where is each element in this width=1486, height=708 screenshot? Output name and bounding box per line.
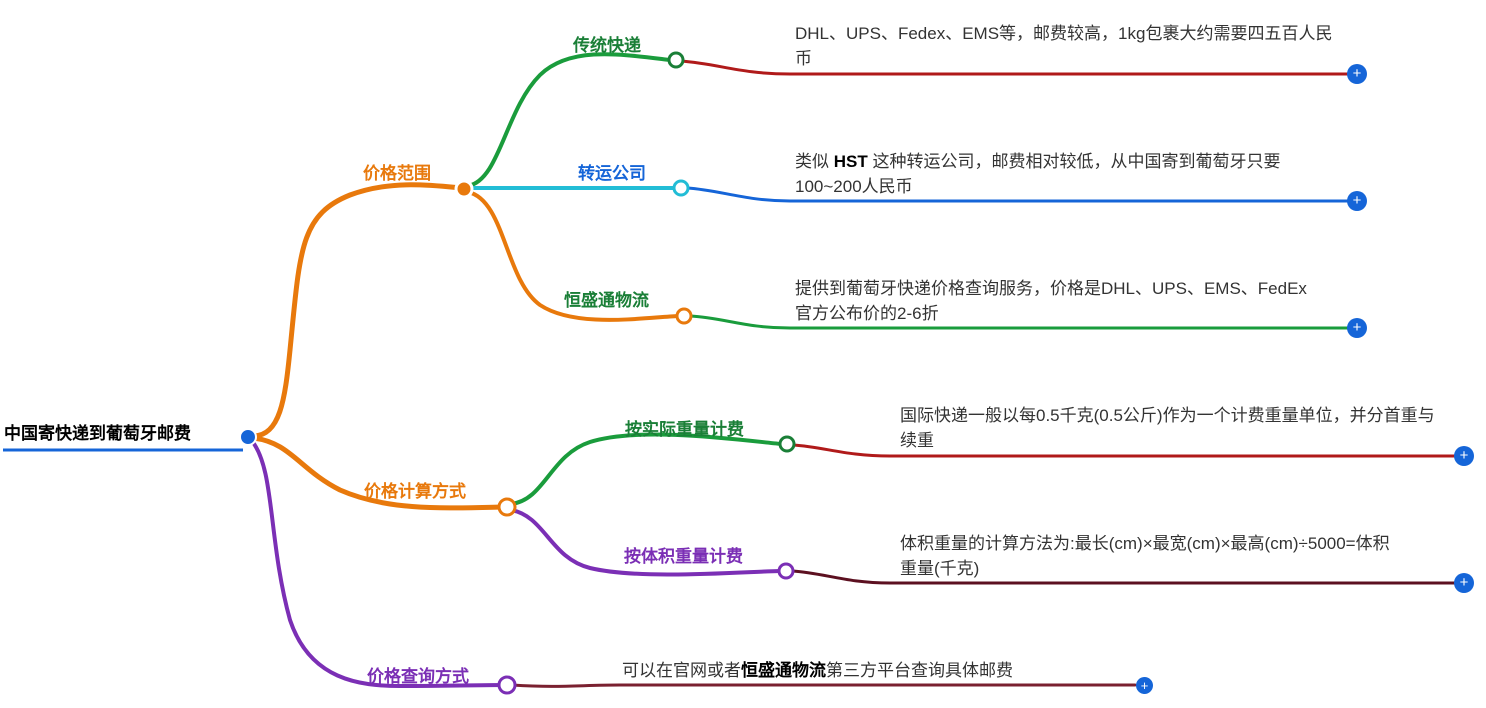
leaf-text-actual-weight: 国际快递一般以每0.5千克(0.5公斤)作为一个计费重量单位，并分首重与续重	[900, 406, 1435, 450]
sub-label-volume-weight[interactable]: 按体积重量计费	[624, 547, 743, 566]
expand-button-forwarder[interactable]: +	[1347, 191, 1367, 211]
leaf-text-price-query-bold: 恒盛通物流	[741, 661, 826, 680]
edge-root-to-price-query	[250, 439, 507, 689]
leaf-text-volume-weight: 体积重量的计算方法为:最长(cm)×最宽(cm)×最高(cm)÷5000=体积重…	[900, 534, 1390, 578]
edge-root-to-price-range	[250, 182, 465, 439]
leaf-line-forwarder	[685, 186, 1349, 203]
dot-root[interactable]	[239, 428, 257, 446]
dot-price-range[interactable]	[454, 179, 474, 199]
leaf-text-price-query: 可以在官网或者恒盛通物流第三方平台查询具体邮费	[622, 659, 1162, 684]
root-node-label[interactable]: 中国寄快递到葡萄牙邮费	[4, 424, 191, 443]
leaf-text-forwarder-pre: 类似	[795, 152, 834, 171]
dot-volume-weight[interactable]	[777, 562, 795, 580]
sub-label-hst[interactable]: 恒盛通物流	[564, 291, 649, 310]
dot-price-calc[interactable]	[497, 497, 517, 517]
edge-price-calc-to-actual-weight	[509, 432, 783, 506]
expand-button-actual-weight[interactable]: +	[1454, 446, 1474, 466]
leaf-text-forwarder-bold: HST	[833, 152, 868, 171]
dot-actual-weight[interactable]	[778, 435, 796, 453]
leaf-line-hst	[688, 314, 1349, 330]
leaf-text-price-query-pre: 可以在官网或者	[622, 661, 741, 680]
edge-price-range-to-traditional	[466, 52, 672, 188]
leaf-line-volume-weight	[790, 569, 1456, 585]
leaf-text-price-query-post: 第三方平台查询具体邮费	[826, 661, 1013, 680]
leaf-text-traditional: DHL、UPS、Fedex、EMS等，邮费较高，1kg包裹大约需要四五百人民币	[795, 24, 1333, 68]
edge-price-calc-to-volume-weight	[509, 508, 782, 577]
expand-button-traditional[interactable]: +	[1347, 64, 1367, 84]
branch-label-price-range[interactable]: 价格范围	[363, 164, 431, 183]
sub-label-actual-weight[interactable]: 按实际重量计费	[625, 420, 744, 439]
dot-price-query[interactable]	[497, 675, 517, 695]
leaf-text-forwarder-post: 这种转运公司，邮费相对较低，从中国寄到葡萄牙只要100~200人民币	[795, 152, 1281, 196]
branch-label-price-calc[interactable]: 价格计算方式	[364, 482, 466, 501]
branch-label-price-query[interactable]: 价格查询方式	[367, 667, 469, 686]
expand-button-volume-weight[interactable]: +	[1454, 573, 1474, 593]
dot-forwarder[interactable]	[672, 179, 690, 197]
leaf-line-actual-weight	[791, 443, 1456, 458]
sub-label-forwarder[interactable]: 转运公司	[578, 164, 646, 183]
expand-button-hst[interactable]: +	[1347, 318, 1367, 338]
sub-label-traditional[interactable]: 传统快递	[573, 36, 641, 55]
edge-price-range-to-hst	[466, 190, 680, 322]
dot-traditional[interactable]	[667, 51, 685, 69]
edge-root-to-price-calc	[250, 435, 508, 511]
expand-button-price-query[interactable]: +	[1136, 677, 1153, 694]
leaf-text-hst: 提供到葡萄牙快递价格查询服务，价格是DHL、UPS、EMS、FedEx官方公布价…	[795, 279, 1307, 323]
leaf-text-forwarder: 类似 HST 这种转运公司，邮费相对较低，从中国寄到葡萄牙只要100~200人民…	[795, 150, 1340, 199]
leaf-line-price-query	[510, 683, 1137, 688]
dot-hst[interactable]	[675, 307, 693, 325]
leaf-line-traditional	[679, 59, 1349, 76]
